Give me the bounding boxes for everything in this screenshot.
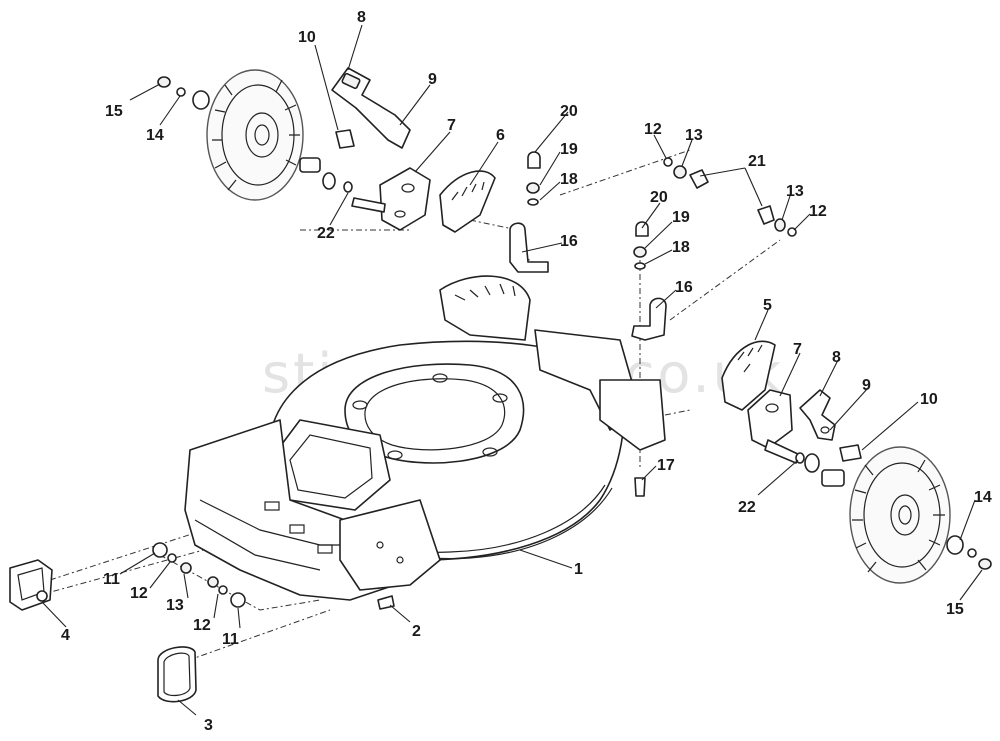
front-hardware [9,542,395,703]
callout-1: 1 [574,561,583,578]
callout-10: 10 [920,391,938,408]
callout-22: 22 [738,499,756,516]
wheel-right [849,446,992,584]
callout-17: 17 [657,457,675,474]
callout-16: 16 [675,279,693,296]
callout-18: 18 [560,171,578,188]
wheel-left [206,69,304,201]
callout-12: 12 [130,585,148,602]
callout-16: 16 [560,233,578,250]
callout-14: 14 [146,127,164,144]
callout-6: 6 [496,127,505,144]
callout-11: 11 [222,631,239,648]
top-right-hardware [663,157,797,237]
callout-21: 21 [748,153,766,170]
callout-20: 20 [560,103,578,120]
callout-12: 12 [809,203,827,220]
callout-18: 18 [672,239,690,256]
callout-12: 12 [193,617,211,634]
callout-9: 9 [428,71,437,88]
callout-3: 3 [204,717,213,734]
callout-14: 14 [974,489,992,506]
center-hardware [509,151,667,497]
callout-9: 9 [862,377,871,394]
callout-13: 13 [166,597,184,614]
callout-4: 4 [61,627,70,644]
right-wheel-hardware [721,340,862,487]
callout-7: 7 [793,341,802,358]
callout-2: 2 [412,623,421,640]
callout-22: 22 [317,225,335,242]
left-wheel-hardware [157,67,496,233]
callout-19: 19 [672,209,690,226]
callout-15: 15 [105,103,123,120]
callout-5: 5 [763,297,772,314]
callout-10: 10 [298,29,316,46]
leader-lines [41,24,983,716]
callout-15: 15 [946,601,964,618]
callout-13: 13 [786,183,804,200]
callout-19: 19 [560,141,578,158]
deck-part-1 [184,275,666,601]
callout-8: 8 [832,349,841,366]
callout-8: 8 [357,9,366,26]
callout-7: 7 [447,117,456,134]
callout-numbers: 15 14 10 8 9 7 6 22 20 19 18 16 12 13 21… [61,9,992,734]
callout-12: 12 [644,121,662,138]
callout-20: 20 [650,189,668,206]
callout-13: 13 [685,127,703,144]
callout-11: 11 [103,571,120,588]
